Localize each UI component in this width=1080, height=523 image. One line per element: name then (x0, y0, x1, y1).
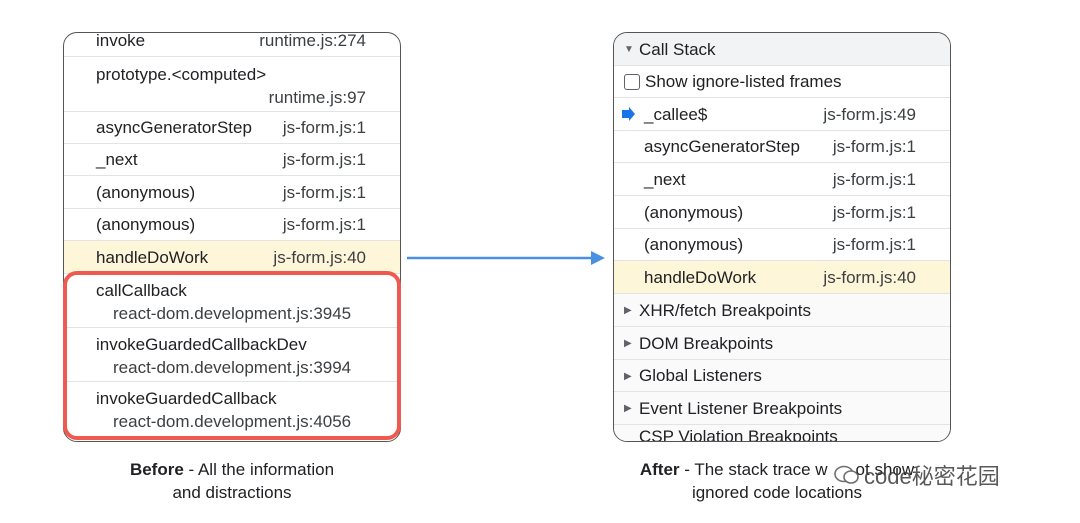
frame-location[interactable]: js-form.js:1 (832, 170, 916, 189)
stack-frame[interactable]: prototype.<computed> runtime.js:97 (64, 57, 400, 112)
call-stack-header[interactable]: ▼ Call Stack (614, 33, 950, 66)
frame-location[interactable]: js-form.js:40 (273, 248, 366, 267)
frame-function: (anonymous) (96, 183, 196, 202)
watermark-text: code秘密花园 (864, 464, 1000, 489)
triangle-right-icon: ▶ (624, 371, 632, 382)
triangle-right-icon: ▶ (624, 338, 632, 349)
stack-frame[interactable]: invokeGuardedCallback react-dom.developm… (64, 382, 400, 441)
frame-location[interactable]: js-form.js:1 (282, 118, 366, 137)
stack-frame[interactable]: (anonymous) js-form.js:1 (614, 196, 950, 229)
section-dom-breakpoints[interactable]: ▶ DOM Breakpoints (614, 327, 950, 360)
triangle-down-icon: ▼ (624, 44, 634, 55)
frame-location[interactable]: react-dom.development.js:3945 (113, 304, 352, 323)
stack-frame[interactable]: (anonymous) js-form.js:1 (64, 176, 400, 209)
triangle-right-icon: ▶ (624, 403, 632, 414)
before-caption-bold: Before (129, 460, 184, 479)
frame-location[interactable]: js-form.js:40 (823, 268, 916, 287)
frame-function: (anonymous) (644, 235, 744, 254)
show-ignored-label: Show ignore-listed frames (645, 72, 842, 91)
section-title: Call Stack (639, 40, 716, 59)
section-event-listener-breakpoints[interactable]: ▶ Event Listener Breakpoints (614, 392, 950, 425)
frame-location[interactable]: js-form.js:1 (282, 150, 366, 169)
show-ignored-row[interactable]: Show ignore-listed frames (614, 66, 950, 98)
frame-location[interactable]: react-dom.development.js:3994 (113, 358, 352, 377)
frame-function: _callee$ (644, 105, 708, 124)
frame-function: invokeGuardedCallbackDev (96, 335, 307, 354)
frame-function: _next (96, 150, 138, 169)
section-title: XHR/fetch Breakpoints (639, 301, 811, 320)
arrow-right-icon (407, 251, 605, 265)
frame-function: asyncGeneratorStep (644, 137, 800, 156)
frame-function: prototype.<computed> (96, 65, 267, 84)
after-caption-text: - The stack trace w (679, 460, 828, 479)
current-frame-arrow-icon (622, 107, 635, 121)
before-call-stack-panel: invoke runtime.js:274 prototype.<compute… (63, 32, 401, 442)
before-caption-text: - All the information (183, 460, 335, 479)
section-title: Global Listeners (639, 366, 762, 385)
frame-function: invokeGuardedCallback (96, 389, 277, 408)
show-ignored-checkbox[interactable] (624, 74, 640, 90)
wechat-icon (834, 465, 859, 484)
stack-frame[interactable]: (anonymous) js-form.js:1 (64, 209, 400, 241)
stack-frame[interactable]: invokeGuardedCallbackDev react-dom.devel… (64, 328, 400, 382)
stack-frame[interactable]: asyncGeneratorStep js-form.js:1 (64, 112, 400, 144)
section-xhr-fetch-breakpoints[interactable]: ▶ XHR/fetch Breakpoints (614, 294, 950, 327)
frame-function: callCallback (96, 281, 187, 300)
before-caption: Before - All the information and distrac… (82, 458, 382, 504)
stack-frame-selected[interactable]: handleDoWork js-form.js:40 (64, 241, 400, 274)
frame-function: invoke (96, 32, 146, 50)
after-caption-bold: After (639, 460, 680, 479)
stack-frame[interactable]: (anonymous) js-form.js:1 (614, 229, 950, 261)
frame-location[interactable]: js-form.js:1 (832, 203, 916, 222)
after-caption-text-2: ot show (855, 460, 915, 479)
frame-function: (anonymous) (96, 215, 196, 234)
stack-frame[interactable]: invoke runtime.js:274 (64, 32, 400, 57)
after-caption: After - The stack trace w ot show ignored… (612, 458, 942, 504)
stack-frame[interactable]: _next js-form.js:1 (64, 144, 400, 176)
frame-location[interactable]: runtime.js:274 (259, 32, 366, 50)
frame-function: handleDoWork (96, 248, 209, 267)
section-title: Event Listener Breakpoints (639, 399, 843, 418)
frame-location[interactable]: js-form.js:1 (282, 215, 366, 234)
stack-frame[interactable]: _next js-form.js:1 (614, 163, 950, 196)
watermark: code秘密花园 (834, 459, 1000, 491)
stack-frame-current[interactable]: _callee$ js-form.js:49 (614, 98, 950, 131)
frame-location[interactable]: js-form.js:1 (832, 235, 916, 254)
after-caption-line2: ignored code locations (691, 483, 863, 502)
before-caption-line2: and distractions (172, 483, 292, 502)
triangle-right-icon: ▶ (624, 305, 632, 316)
section-global-listeners[interactable]: ▶ Global Listeners (614, 360, 950, 392)
section-title: CSP Violation Breakpoints (639, 427, 838, 442)
section-csp-violation-breakpoints[interactable]: CSP Violation Breakpoints (614, 425, 950, 442)
stack-frame[interactable]: callCallback react-dom.development.js:39… (64, 274, 400, 328)
stack-frame-selected[interactable]: handleDoWork js-form.js:40 (614, 261, 950, 294)
frame-location[interactable]: js-form.js:49 (823, 105, 916, 124)
section-title: DOM Breakpoints (639, 334, 774, 353)
frame-location[interactable]: react-dom.development.js:4056 (113, 412, 352, 431)
after-call-stack-panel: ▼ Call Stack Show ignore-listed frames _… (613, 32, 951, 442)
frame-function: handleDoWork (644, 268, 757, 287)
frame-location[interactable]: js-form.js:1 (832, 137, 916, 156)
frame-function: _next (644, 170, 686, 189)
stack-frame[interactable]: asyncGeneratorStep js-form.js:1 (614, 131, 950, 163)
frame-function: (anonymous) (644, 203, 744, 222)
frame-location[interactable]: js-form.js:1 (282, 183, 366, 202)
frame-location[interactable]: runtime.js:97 (268, 88, 366, 107)
frame-function: asyncGeneratorStep (96, 118, 252, 137)
